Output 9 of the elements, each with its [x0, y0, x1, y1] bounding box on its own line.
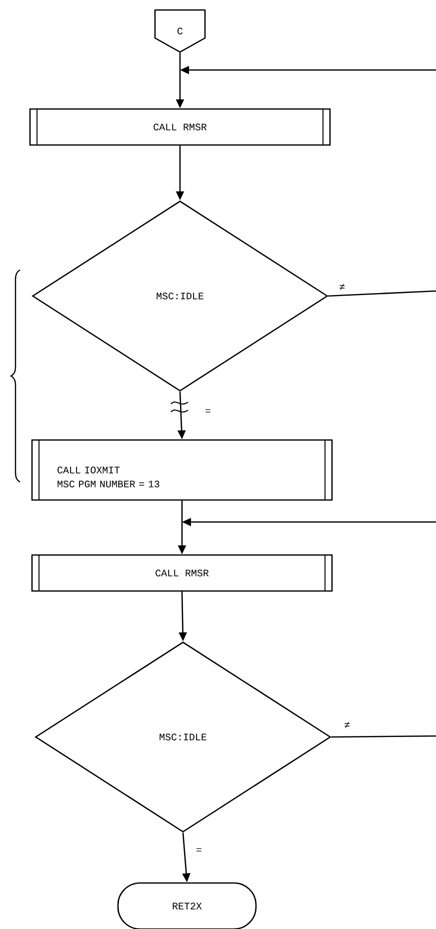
- off-page-connector: C: [154, 9, 206, 53]
- process-box: CALL RMSR: [29, 108, 331, 146]
- edge-label: ≠: [338, 282, 346, 292]
- edge-label: =: [204, 408, 212, 416]
- process-box: CALL RMSR: [31, 554, 333, 592]
- edge-label: =: [195, 847, 203, 854]
- process-box: CALL IOXMIT MSC PGM NUMBER = 13: [31, 439, 333, 501]
- edge-label: ≠: [343, 720, 352, 730]
- terminal-box: RET2X: [117, 882, 257, 929]
